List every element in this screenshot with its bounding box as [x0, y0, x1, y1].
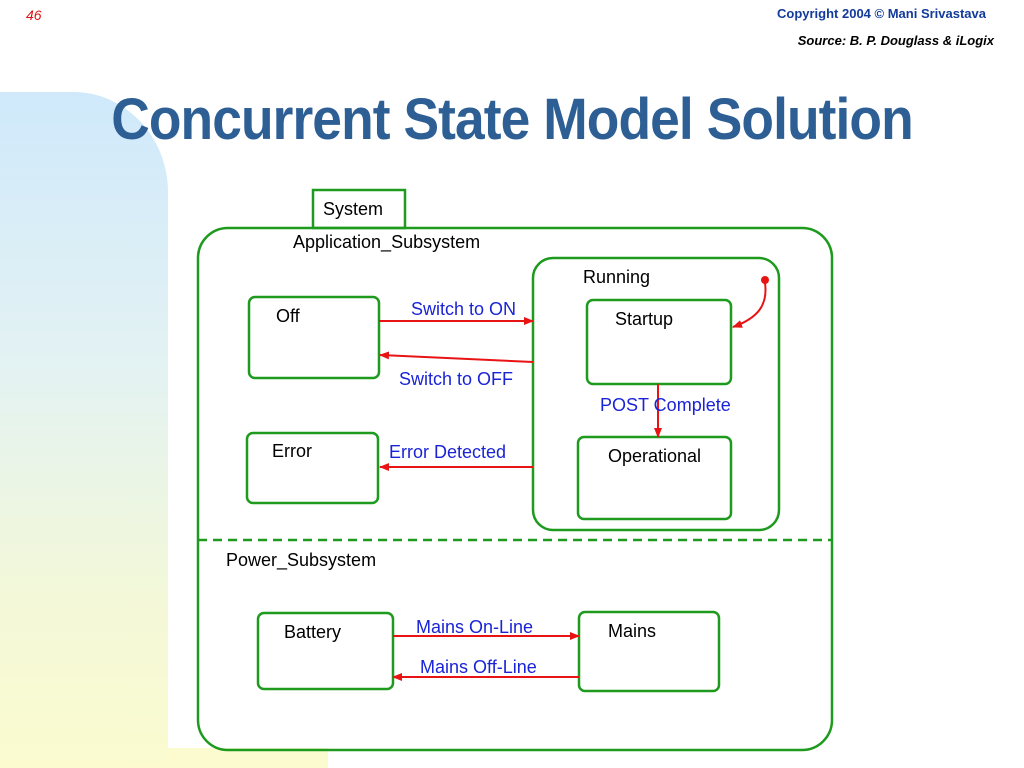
system-container: [196, 226, 834, 752]
application-subsystem-label: Application_Subsystem: [293, 232, 480, 253]
transition-switch-off-arrow: [379, 351, 534, 363]
slide-title: Concurrent State Model Solution: [111, 87, 913, 152]
state-error-label: Error: [272, 441, 312, 461]
state-running: [531, 256, 781, 532]
state-startup-label: Startup: [615, 309, 673, 329]
transition-error-detected-label: Error Detected: [389, 442, 506, 462]
system-tab-label: System: [323, 199, 383, 219]
state-error: [245, 431, 380, 505]
transition-switch-off-label: Switch to OFF: [399, 369, 513, 389]
state-battery-label: Battery: [284, 622, 341, 642]
transition-mains-online-label: Mains On-Line: [416, 617, 533, 637]
state-off-label: Off: [276, 306, 301, 326]
power-subsystem-label: Power_Subsystem: [226, 550, 376, 571]
initial-pseudostate-dot: [761, 276, 769, 284]
state-off: [247, 295, 381, 380]
background-gradient-shape: [0, 92, 168, 768]
background-gradient-strip: [168, 748, 328, 768]
default-transition-arrow: [732, 282, 767, 328]
state-mains-label: Mains: [608, 621, 656, 641]
transition-switch-on-label: Switch to ON: [411, 299, 516, 319]
state-mains: [577, 610, 721, 693]
transition-mains-offline-label: Mains Off-Line: [420, 657, 537, 677]
state-battery: [256, 611, 395, 691]
transition-post-complete-label: POST Complete: [600, 395, 731, 415]
copyright-notice: Copyright 2004 © Mani Srivastava: [777, 6, 986, 21]
source-credit: Source: B. P. Douglass & iLogix: [797, 33, 994, 48]
slide-number: 46: [26, 7, 42, 23]
state-operational-label: Operational: [608, 446, 701, 466]
state-running-label: Running: [583, 267, 650, 287]
